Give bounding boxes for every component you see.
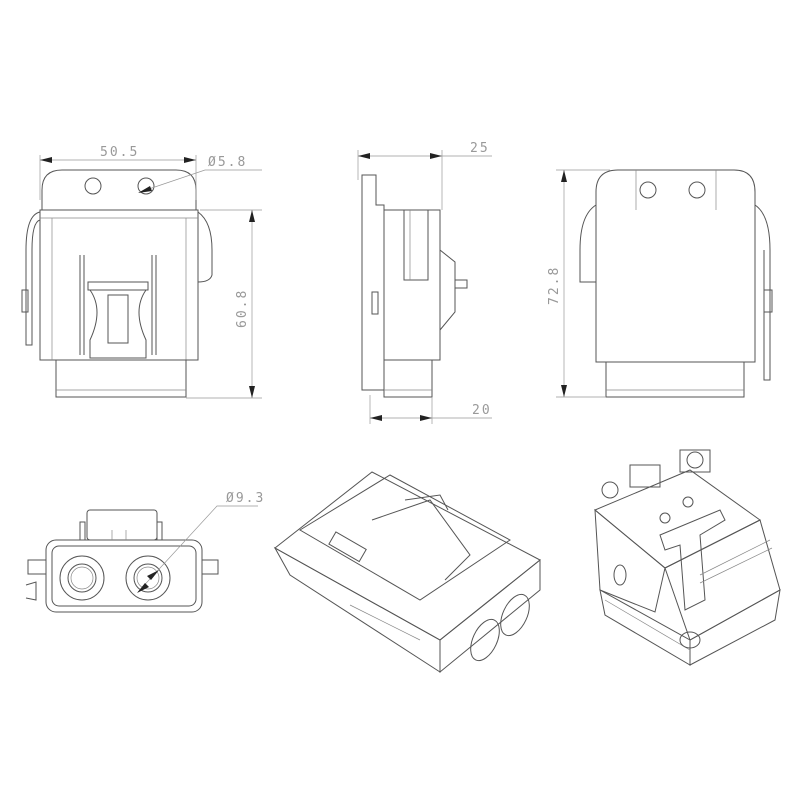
- dimension-front-height: 60.8: [186, 209, 262, 399]
- dimension-side-depth-bottom: 20: [369, 395, 492, 424]
- isometric-view-rear: [594, 449, 781, 666]
- dimension-label-back-height: 72.8: [547, 266, 562, 305]
- front-view: [21, 169, 213, 398]
- dimension-side-depth-top: 25: [357, 141, 492, 210]
- dimension-back-height: 72.8: [547, 169, 610, 398]
- isometric-view-front: [273, 471, 541, 674]
- dimension-label-depth-top: 25: [470, 141, 490, 156]
- dimension-label-depth-bottom: 20: [472, 403, 492, 418]
- dimension-label-hole: Ø5.8: [208, 155, 247, 170]
- dimension-label-socket: Ø9.3: [226, 491, 265, 506]
- back-view: [579, 169, 773, 398]
- end-view: [25, 509, 219, 613]
- dimension-label-width: 50.5: [100, 145, 139, 160]
- dimension-label-height: 60.8: [235, 289, 250, 328]
- side-view: [361, 174, 468, 398]
- dimension-socket-diameter: Ø9.3: [137, 491, 265, 593]
- dimension-front-width: 50.5: [39, 145, 197, 200]
- dimension-hole-diameter: Ø5.8: [138, 155, 262, 193]
